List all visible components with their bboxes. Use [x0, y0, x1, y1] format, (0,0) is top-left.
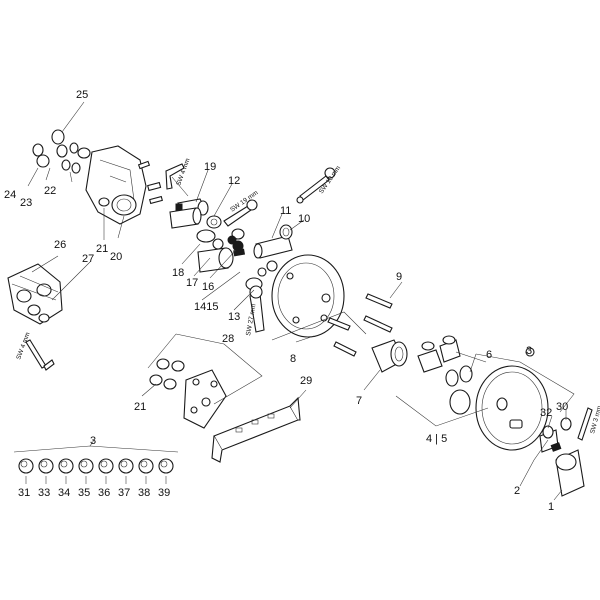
- callout-23: 23: [20, 197, 32, 209]
- callout-14-15: 1415: [194, 301, 218, 313]
- part-28-mounting-plate: [183, 369, 227, 429]
- callout-35: 35: [78, 487, 90, 499]
- allen-key-sw4: [165, 163, 185, 190]
- part-26-body: [7, 263, 63, 371]
- callout-17: 17: [186, 277, 198, 289]
- callout-27: 27: [82, 253, 94, 265]
- callout-34: 34: [58, 487, 70, 499]
- part-22-ring: [61, 159, 71, 171]
- callout-2: 2: [514, 485, 520, 497]
- callout-39: 39: [158, 487, 170, 499]
- part-12-ring: [206, 215, 222, 229]
- callout-22: 22: [44, 185, 56, 197]
- callout-4-5: 4 | 5: [426, 433, 447, 445]
- callout-10: 10: [298, 213, 310, 225]
- callout-38: 38: [138, 487, 150, 499]
- callout-labels: 25 24 23 22 26 27 21 20 19 12 11 10 18 1…: [4, 89, 568, 513]
- callout-9: 9: [396, 271, 402, 283]
- allen-key-sw3: [577, 407, 593, 441]
- part-29-bracket: [211, 396, 301, 463]
- callout-32: 32: [540, 407, 552, 419]
- part-10-ring: [279, 224, 293, 240]
- callout-26: 26: [54, 239, 66, 251]
- part-15-ring: [266, 260, 278, 272]
- cap-37: [118, 458, 134, 474]
- part-18-ring: [196, 229, 216, 243]
- callout-20: 20: [110, 251, 122, 263]
- cap-31: [18, 458, 34, 474]
- part-8-rosette-plate: [271, 254, 345, 338]
- callout-3-right: 3: [526, 345, 532, 357]
- callout-8: 8: [290, 353, 296, 365]
- callout-30: 30: [556, 401, 568, 413]
- cap-35: [78, 458, 94, 474]
- callout-1: 1: [548, 501, 554, 513]
- valve-body-assembly: [32, 129, 189, 225]
- part-25-ring-b: [56, 144, 68, 158]
- callout-21-top: 21: [96, 243, 108, 255]
- callout-11: 11: [280, 205, 291, 217]
- part-25-ring: [51, 129, 65, 145]
- callout-13: 13: [228, 311, 240, 323]
- spindle-group: [227, 167, 336, 333]
- part-20-outlet: [111, 194, 137, 216]
- part-21-o-rings: [149, 358, 185, 390]
- callout-16: 16: [202, 281, 214, 293]
- part-24-plug: [32, 143, 44, 157]
- screw: [147, 181, 162, 192]
- callout-6: 6: [486, 349, 492, 361]
- callout-33: 33: [38, 487, 50, 499]
- part-16-ring: [231, 228, 245, 240]
- callout-25: 25: [76, 89, 88, 101]
- allen-key-sw4-left: [25, 339, 47, 369]
- callout-29: 29: [300, 375, 312, 387]
- callout-21-bottom: 21: [134, 401, 146, 413]
- part-4-5-trim-plate: [475, 365, 549, 451]
- cap-39: [158, 458, 174, 474]
- cap-33: [38, 458, 54, 474]
- callout-12: 12: [228, 175, 240, 187]
- callout-7: 7: [356, 395, 362, 407]
- callout-18: 18: [172, 267, 184, 279]
- part-9-screws: [327, 293, 393, 357]
- part-6-valves: [417, 335, 535, 415]
- part-32-ring: [542, 425, 554, 439]
- callout-36: 36: [98, 487, 110, 499]
- tool-sw3: SW 3 mm: [589, 405, 600, 434]
- callout-31: 31: [18, 487, 30, 499]
- callout-28: 28: [222, 333, 234, 345]
- cap-38: [138, 458, 154, 474]
- cap-34: [58, 458, 74, 474]
- callout-37: 37: [118, 487, 130, 499]
- callout-24: 24: [4, 189, 16, 201]
- cap-36: [98, 458, 114, 474]
- callout-19: 19: [204, 161, 216, 173]
- caps-row: [18, 458, 174, 474]
- part-7-sleeve: [371, 339, 408, 373]
- handle-group: [539, 407, 593, 497]
- callout-3-bottom: 3: [90, 435, 96, 447]
- leader-lines: [13, 101, 575, 501]
- part-23-plug: [36, 154, 50, 168]
